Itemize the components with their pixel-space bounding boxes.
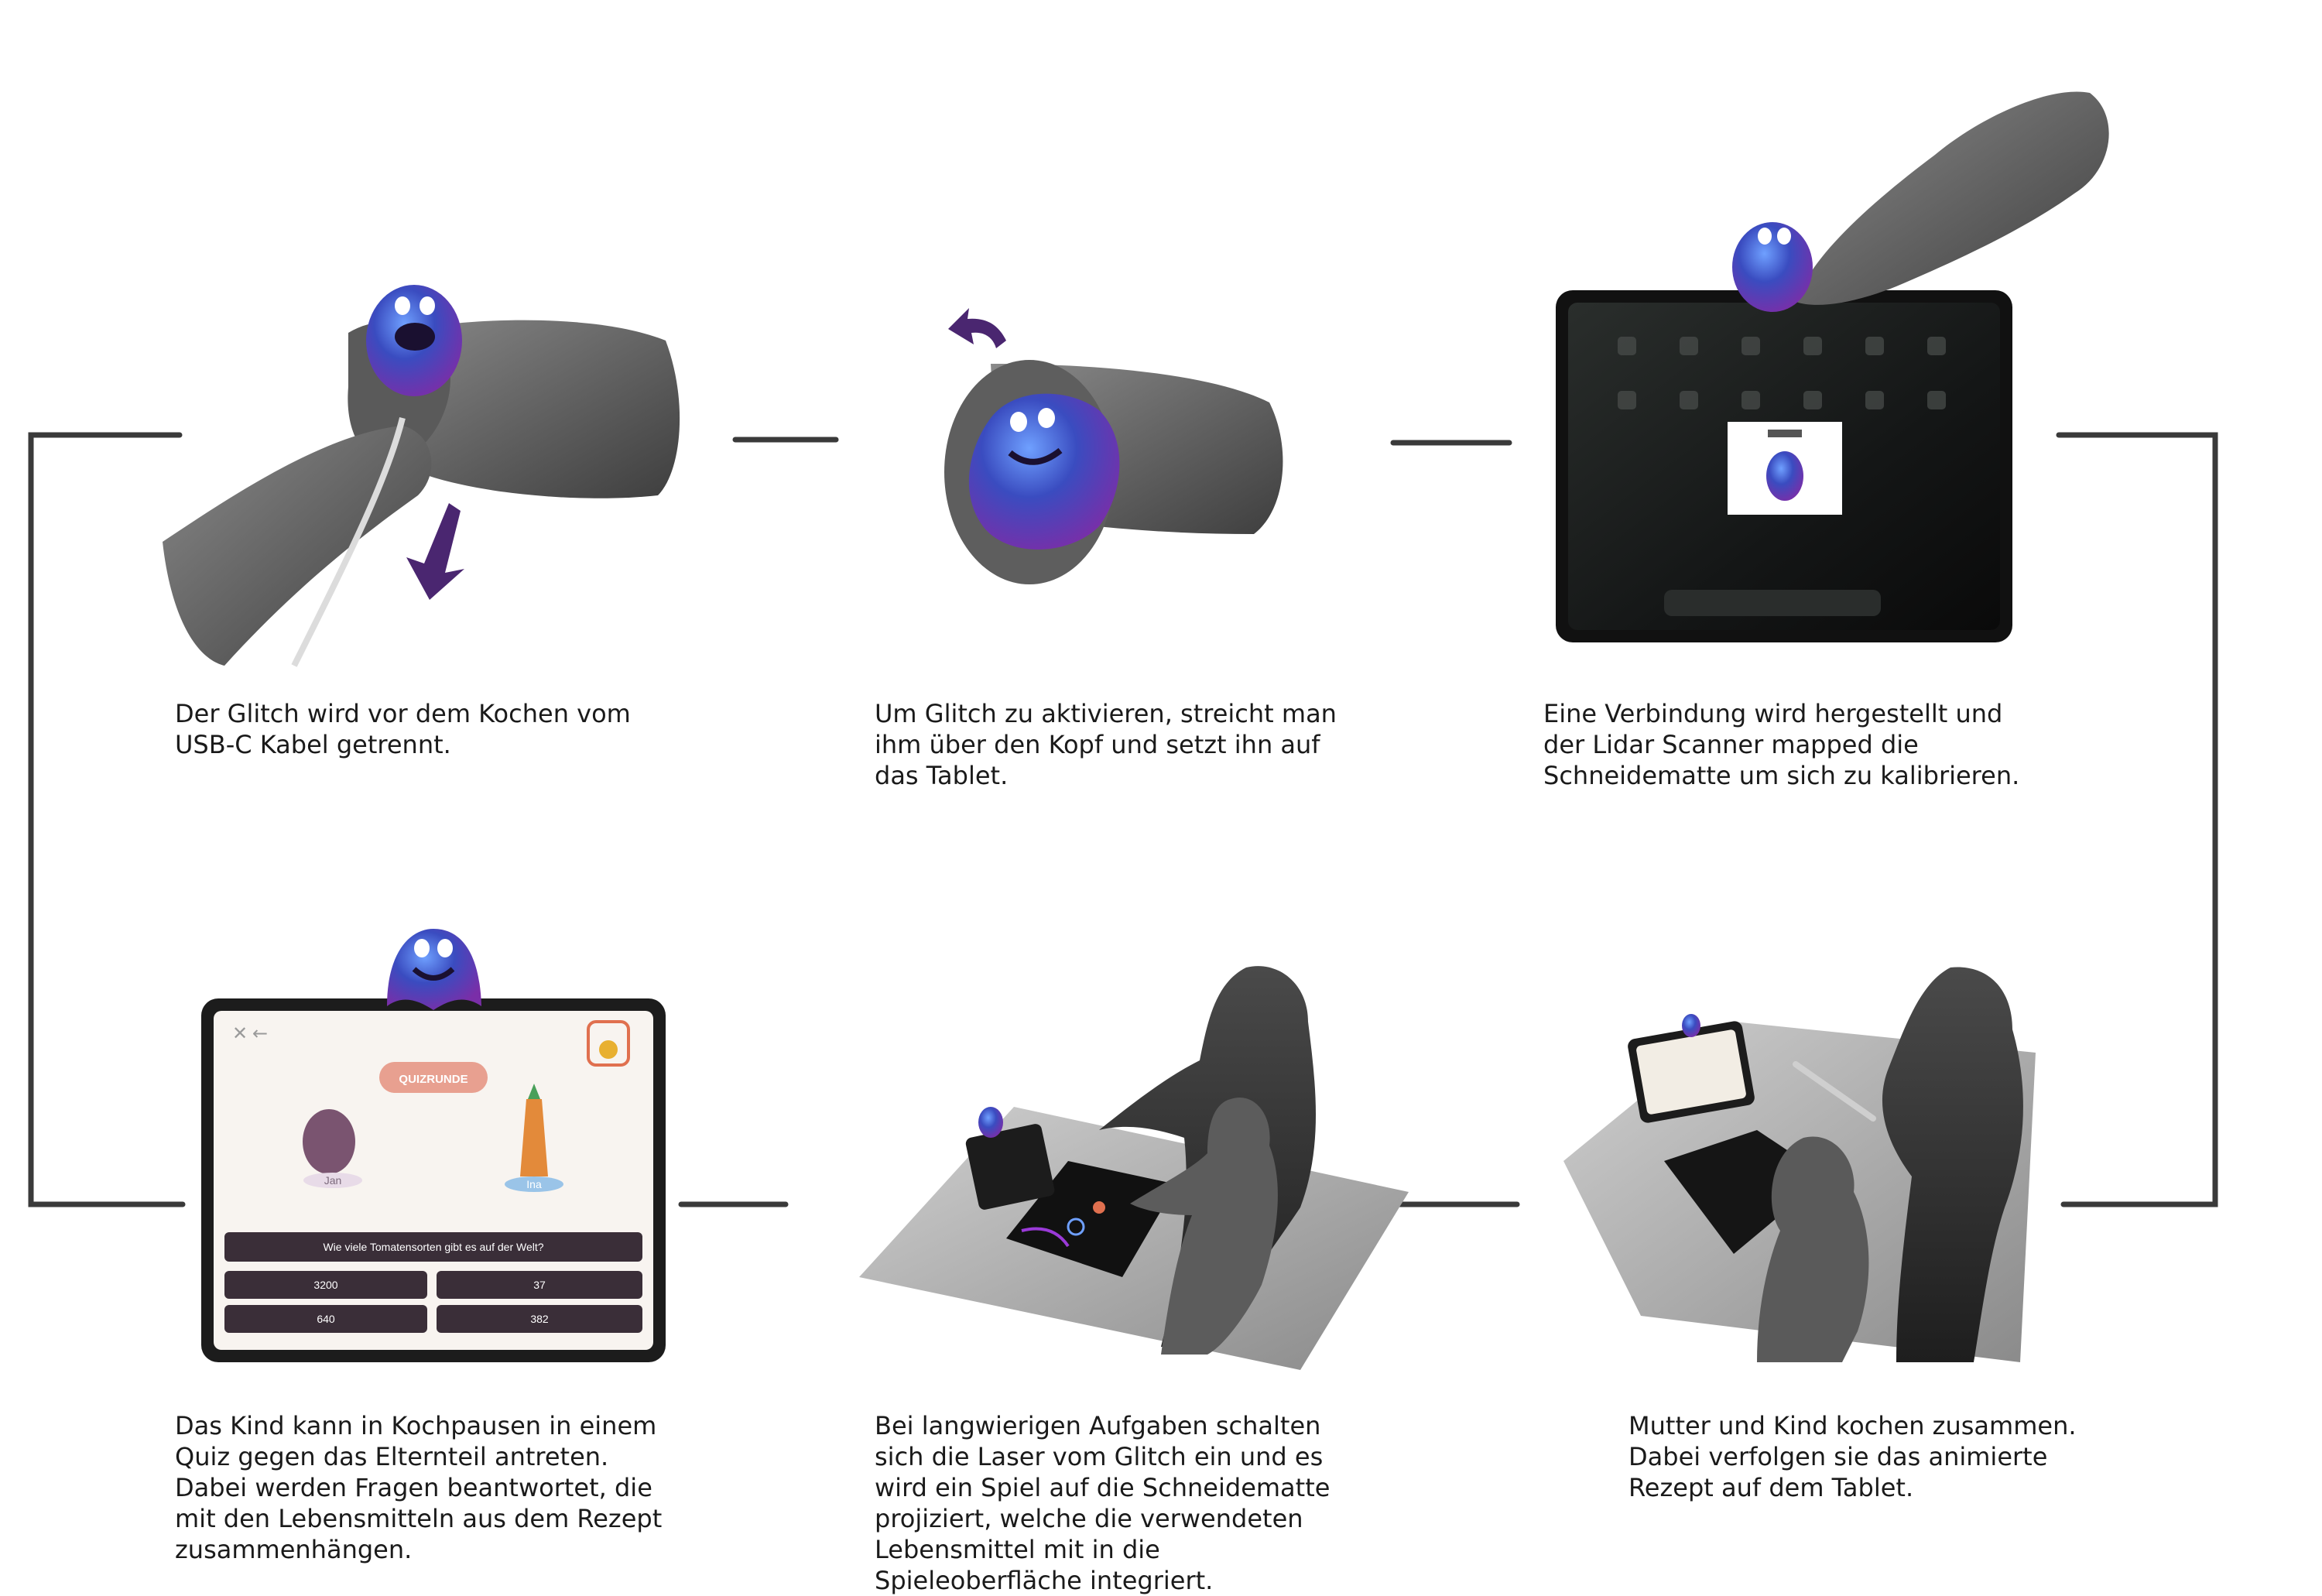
player-2-name: Ina [526,1178,542,1190]
player-1-avatar [303,1109,362,1188]
glitch-eye-right-2 [1038,408,1055,428]
app-grid [1618,337,1946,409]
answer-1: 3200 [313,1279,337,1291]
caption-step-1: Der Glitch wird vor dem Kochen vom USB-C… [175,699,631,759]
quiz-question: Wie viele Tomatensorten gibt es auf der … [323,1241,543,1253]
glitch-character-2 [968,393,1120,550]
caption-step-5: Bei langwierigen Aufgaben schalten sich … [875,1411,1331,1595]
flow-connectors [28,432,2218,1207]
caption-step-2: Um Glitch zu aktivieren, streicht man ih… [875,699,1337,790]
illustration-step-5 [859,966,1409,1370]
answer-3: 640 [317,1313,335,1325]
left-bracket [28,432,186,1207]
right-bracket [2056,432,2218,1207]
medal-icon [599,1040,618,1059]
question-box [224,1232,642,1262]
glitch-eye-right-1 [420,296,435,315]
illustration-step-3 [1556,91,2109,642]
child-figure-6 [1757,1136,1869,1362]
illustration-step-4: ✕ ← QUIZRUNDE Jan Ina Wie viele Tomatens… [201,929,666,1362]
player-1-name: Jan [324,1174,342,1187]
knife [1793,1061,1876,1122]
answer-button-4[interactable] [437,1305,642,1333]
quiz-title: QUIZRUNDE [399,1073,467,1086]
down-arrow-icon [406,503,464,600]
curved-arrow-icon [948,308,1006,348]
illustration-step-1 [163,285,680,667]
glitch-eye-left-2 [1010,412,1027,432]
glitch-popup-icon [1766,451,1803,501]
hand-step3 [1796,91,2109,305]
illustration-step-2 [944,308,1283,584]
dock [1664,590,1881,616]
close-icon: ✕ [232,1022,248,1044]
answer-4: 382 [530,1313,549,1325]
forearm-left [163,426,432,666]
back-arrow-icon: ← [252,1022,268,1044]
quiz-title-pill [379,1062,488,1093]
illustration-step-6 [1563,967,2036,1362]
answer-2: 37 [533,1279,546,1291]
caption-step-6: Mutter und Kind kochen zusammen. Da­bei … [1628,1411,2077,1502]
medal-badge [587,1020,630,1067]
caption-step-3: Eine Verbindung wird hergestellt und der… [1543,699,2020,790]
glitch-character-3 [1732,222,1813,312]
usb-cable [291,417,406,667]
child-figure-5 [1130,1098,1278,1355]
glitch-character-6 [1682,1014,1700,1037]
answer-button-1[interactable] [224,1271,427,1299]
tablet-5 [965,1124,1055,1210]
answer-button-3[interactable] [224,1305,427,1333]
tablet-4-screen [214,1011,653,1350]
glitch-character-4 [387,929,481,1010]
glitch-character-5 [978,1107,1003,1138]
glitch-eye-left-1 [395,296,410,315]
storyboard: ✕ ← QUIZRUNDE Jan Ina Wie viele Tomatens… [28,91,2218,1370]
adult-figure-6 [1882,967,2023,1362]
answer-button-2[interactable] [437,1271,642,1299]
player-2-avatar [505,1084,563,1192]
caption-step-4: Das Kind kann in Kochpausen in einem Qui… [175,1411,663,1564]
